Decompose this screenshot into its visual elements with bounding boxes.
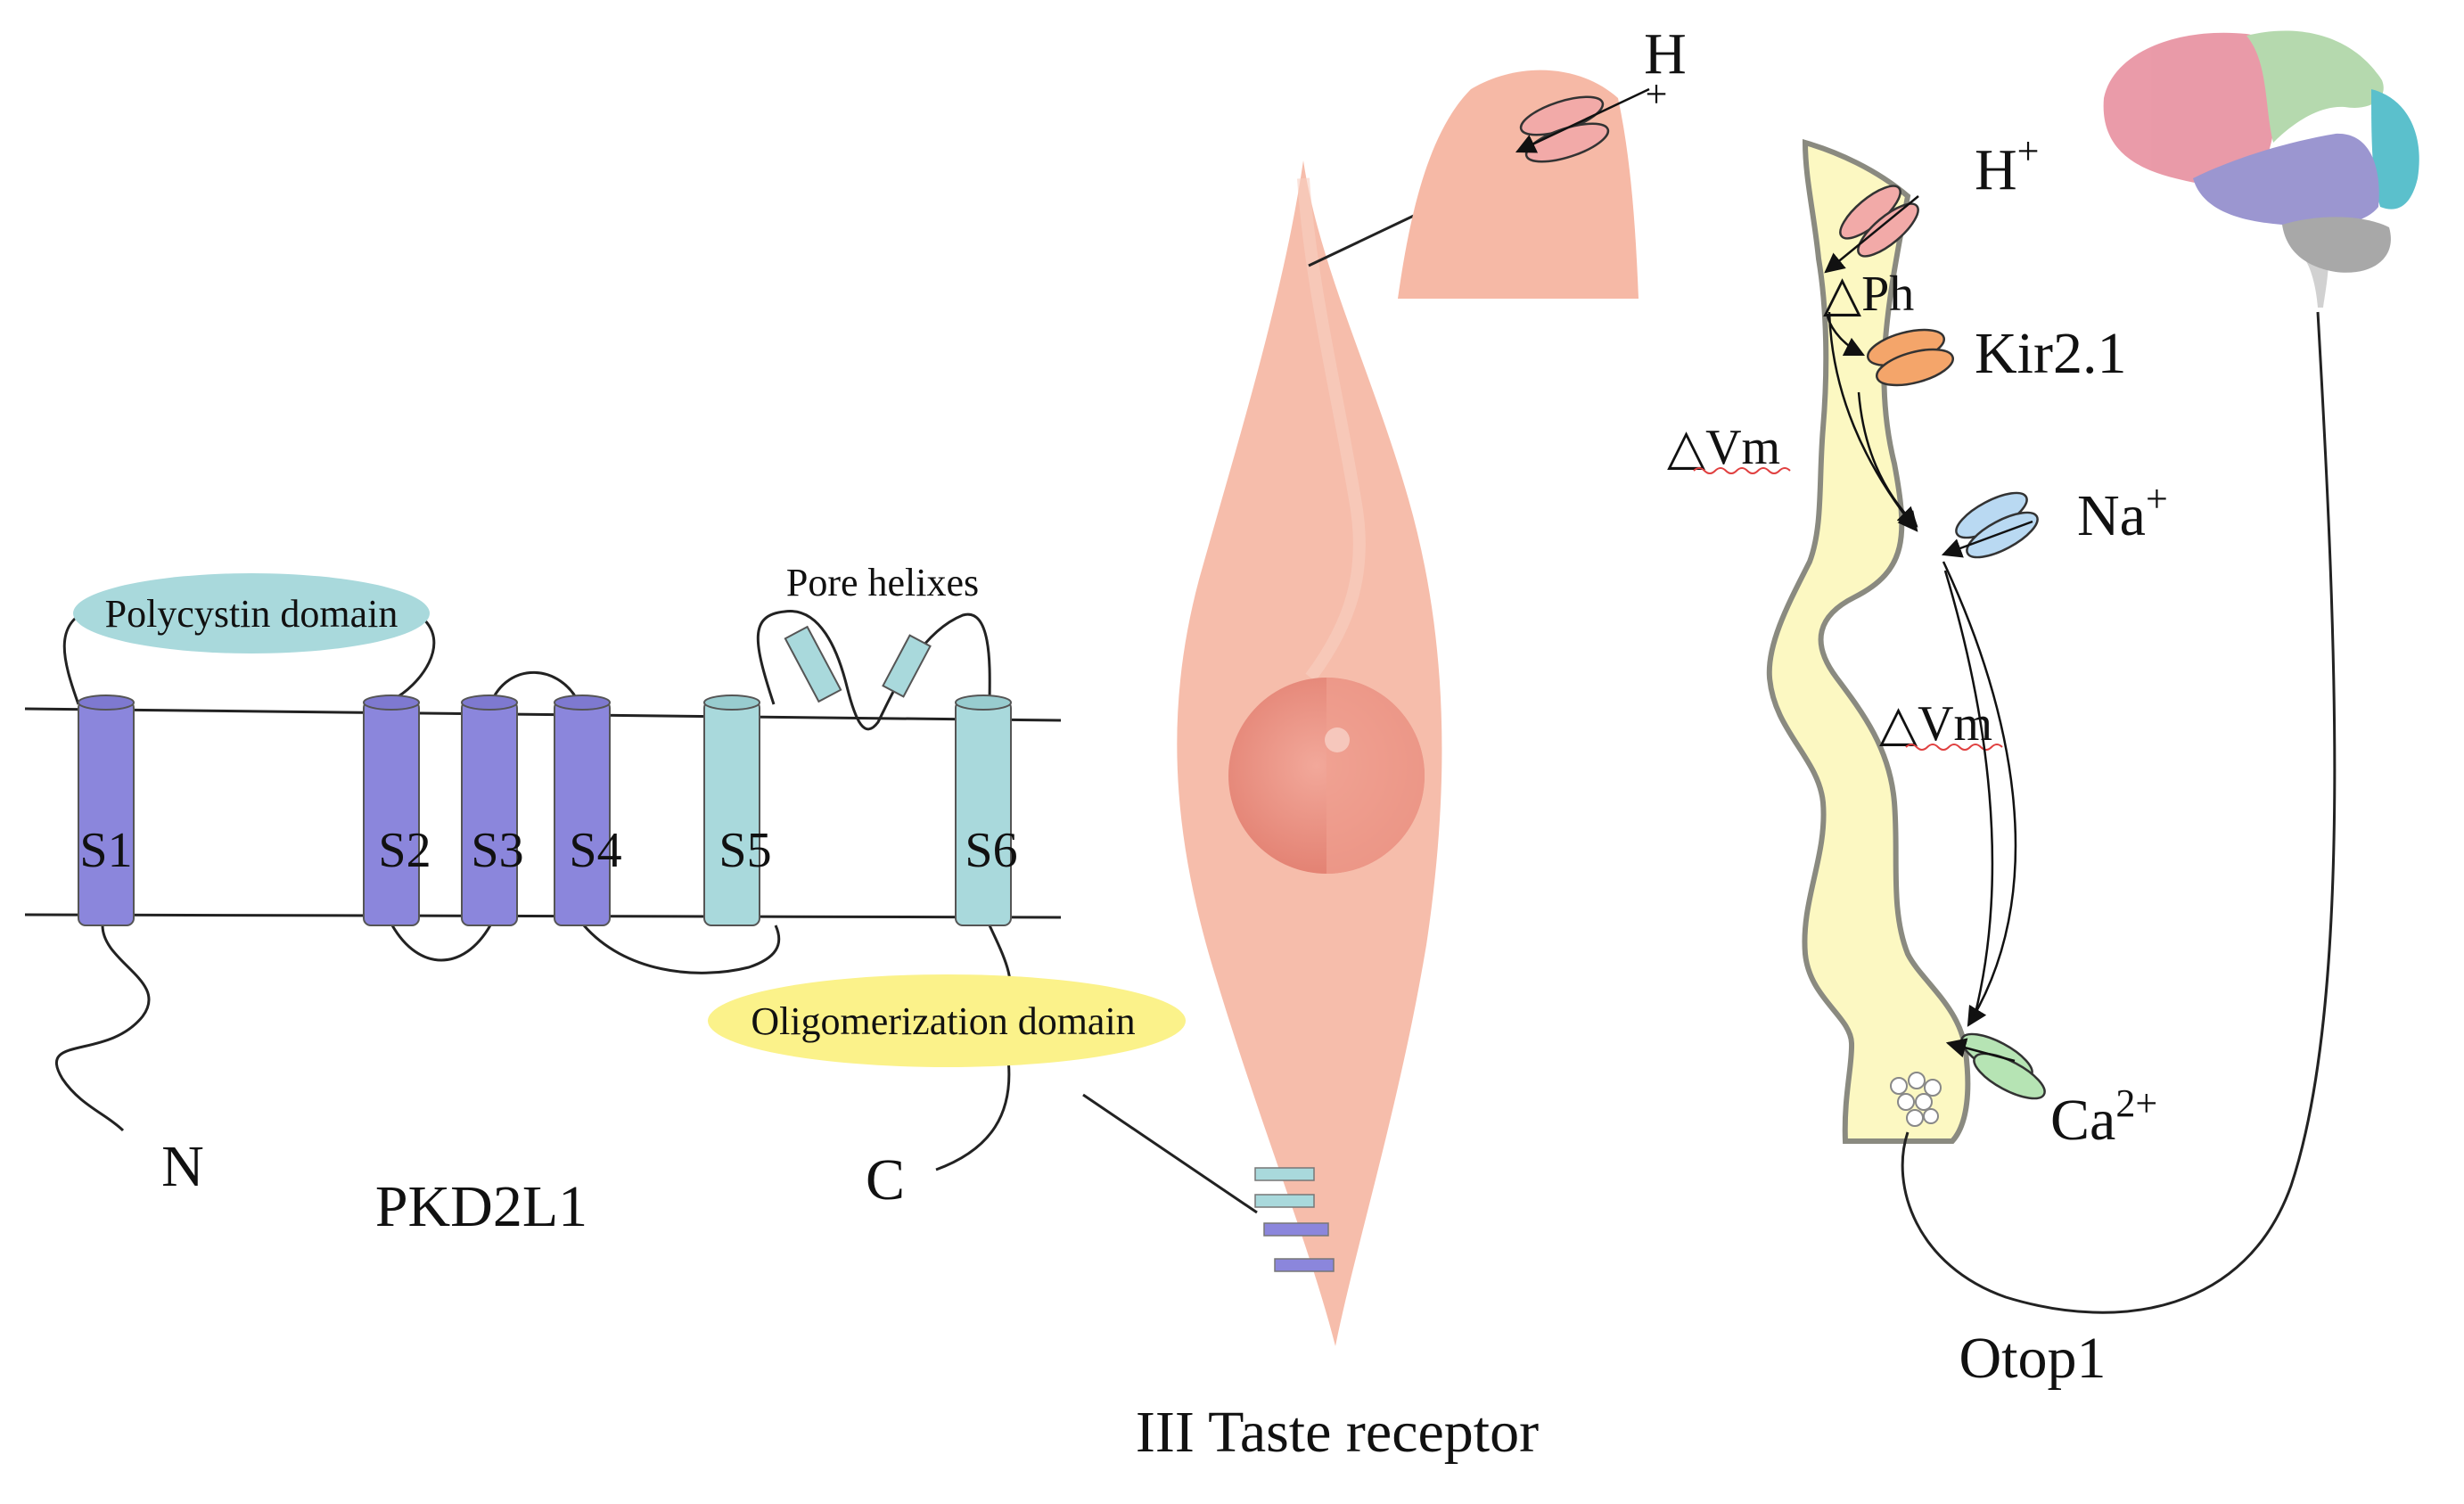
otop1-title: Otop1: [1959, 1326, 2107, 1391]
pore-helix-left: [784, 625, 842, 703]
sodium-channel-b: [1966, 511, 2039, 559]
tip-proton-arrow: [1515, 87, 1650, 153]
brain-temporal-lobe: [2193, 133, 2379, 227]
loop-s2-s3: [390, 925, 492, 962]
kir-channel-b: [1876, 348, 1954, 387]
nucleus-shade: [1326, 678, 1425, 874]
vm-arrow-to-ca-outer: [1942, 561, 2017, 1027]
sodium-arrow: [1941, 520, 2033, 558]
brain-occipital-lobe: [2371, 89, 2419, 210]
kir-label: Kir2.1: [1975, 321, 2126, 386]
taste-receptor-title: III Taste receptor: [1136, 1400, 1539, 1465]
s1-label: S1: [79, 823, 132, 878]
brain-illustration: [2103, 30, 2419, 308]
taste-cell-panel: H + III Taste receptor: [1136, 21, 1687, 1465]
vm-arrow-to-ca-inner: [1943, 570, 1994, 1017]
calcium-channel-b: [1973, 1052, 2046, 1100]
pore-loop: [756, 610, 991, 731]
nerve-fiber-to-brain: [1901, 311, 2337, 1314]
brain-cerebellum: [2282, 217, 2391, 273]
dvm-2-underline: [1905, 744, 2003, 751]
dvm-label-1: △Vm: [1667, 420, 1780, 475]
s5-segment: S5: [703, 694, 772, 926]
otop1-proton-label: H+: [1975, 129, 2040, 202]
tip-proton-charge: +: [1646, 72, 1668, 116]
s5-label: S5: [719, 823, 771, 878]
s6-label: S6: [965, 823, 1017, 878]
brain-parietal-lobe: [2246, 30, 2384, 144]
c-terminal-tail: [935, 1051, 1011, 1171]
polycystin-domain-ellipse: [73, 573, 430, 653]
receptor-stripe-3: [1263, 1222, 1329, 1237]
pkd2l1-loops: [55, 589, 1012, 1171]
taste-cell-highlight: [1297, 177, 1366, 682]
oligomerization-domain-ellipse: [708, 974, 1186, 1067]
loop-s4-s5: [582, 925, 781, 974]
pore-helixes-label: Pore helixes: [786, 561, 979, 604]
n-terminus-label: N: [161, 1134, 204, 1199]
nucleolus: [1325, 727, 1350, 752]
otop1-proton-channel-b: [1857, 202, 1919, 258]
tip-pointer-line: [1308, 212, 1418, 267]
otop1-panel: H+ △Ph Kir2.1 △Vm Na+ △Vm Ca2+: [1667, 129, 2337, 1391]
receptor-stripe-4: [1274, 1258, 1335, 1272]
oligomerization-domain-label: Oligomerization domain: [751, 999, 1135, 1043]
s2-segment: S2: [363, 694, 431, 926]
pore-helix-right: [882, 634, 932, 698]
pkd2l1-panel: Polycystin domain Pore helixes S1 S2 S3 …: [24, 561, 1258, 1239]
sodium-label: Na+: [2077, 477, 2168, 548]
brain-stem: [2304, 259, 2328, 308]
receptor-stripe-2: [1254, 1194, 1315, 1208]
polycystin-domain-label: Polycystin domain: [105, 592, 398, 636]
calcium-arrow: [1945, 1038, 2016, 1063]
receptor-stripe-1: [1254, 1167, 1315, 1181]
calcium-label: Ca2+: [2050, 1081, 2157, 1153]
dvm-1-underline: [1693, 467, 1791, 474]
s4-segment: S4: [554, 694, 622, 926]
s6-segment: S6: [955, 694, 1018, 926]
tip-proton-label: H: [1644, 21, 1687, 86]
oligo-pointer-line: [1082, 1093, 1258, 1214]
otop1-proton-arrow: [1824, 195, 1919, 274]
brain-frontal-lobe: [2103, 32, 2278, 186]
vesicle-cluster: [1890, 1072, 1942, 1127]
s3-label: S3: [471, 823, 523, 878]
c-terminus-label: C: [866, 1147, 905, 1212]
s2-label: S2: [378, 823, 431, 878]
s1-segment: S1: [78, 694, 135, 926]
vm-arrow-inner: [1857, 391, 1918, 528]
otop1-dph-label: △Ph: [1823, 267, 1914, 322]
pkd2l1-title: PKD2L1: [375, 1174, 587, 1239]
s4-label: S4: [569, 823, 621, 878]
dvm-label-2: △Vm: [1879, 696, 1992, 752]
n-terminal-tail: [55, 925, 151, 1132]
membrane-top-line: [24, 707, 1062, 722]
loop-s3-s4: [489, 670, 581, 705]
s3-segment: S3: [461, 694, 524, 926]
membrane-bottom-line: [24, 913, 1062, 919]
